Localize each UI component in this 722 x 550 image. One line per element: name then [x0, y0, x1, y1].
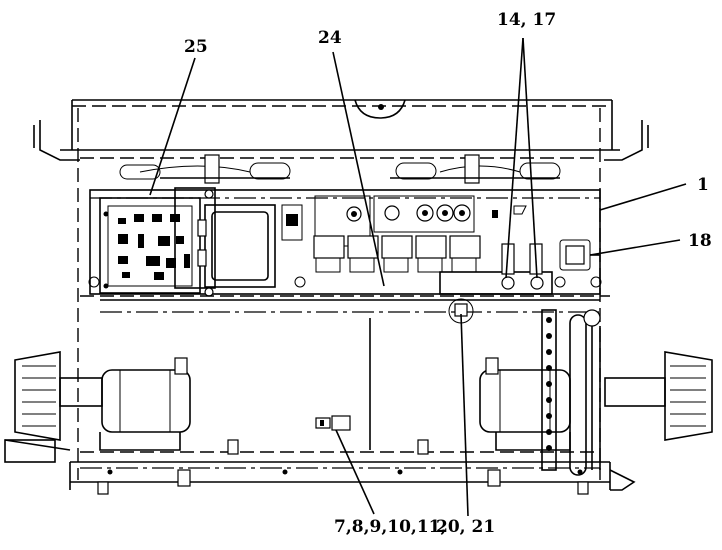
callout-20-21: 20, 21	[436, 517, 495, 537]
callout-labels: 25 24 14, 17 1 18 7,8,9,10,11, 20, 21	[184, 10, 712, 537]
switch-panel	[281, 195, 527, 247]
middle-rails	[80, 276, 610, 450]
heater-coil	[541, 309, 601, 476]
transformer-housing	[174, 187, 276, 297]
callout-25: 25	[184, 37, 208, 57]
leader-24	[332, 51, 385, 287]
callout-18: 18	[688, 231, 712, 251]
bottom-base	[69, 439, 636, 495]
top-housing-frame	[33, 99, 649, 480]
callout-24: 24	[318, 28, 342, 48]
leader-20-21	[460, 313, 469, 517]
leader-7-11	[335, 429, 375, 515]
callout-1: 1	[697, 175, 709, 195]
left-blower-assembly	[4, 351, 191, 463]
leader-14	[505, 37, 524, 279]
right-blower-assembly	[479, 351, 713, 451]
circuit-board	[99, 197, 201, 294]
callout-14-17: 14, 17	[497, 10, 556, 30]
leader-25	[149, 57, 196, 196]
relay-row	[313, 235, 481, 273]
leader-17	[522, 37, 538, 279]
leader-18	[589, 239, 681, 256]
callout-7-11: 7,8,9,10,11,	[334, 517, 446, 537]
wire-harness-clips	[119, 154, 561, 184]
leader-lines	[149, 37, 687, 517]
leader-1	[599, 183, 687, 211]
connector-part	[315, 415, 351, 431]
